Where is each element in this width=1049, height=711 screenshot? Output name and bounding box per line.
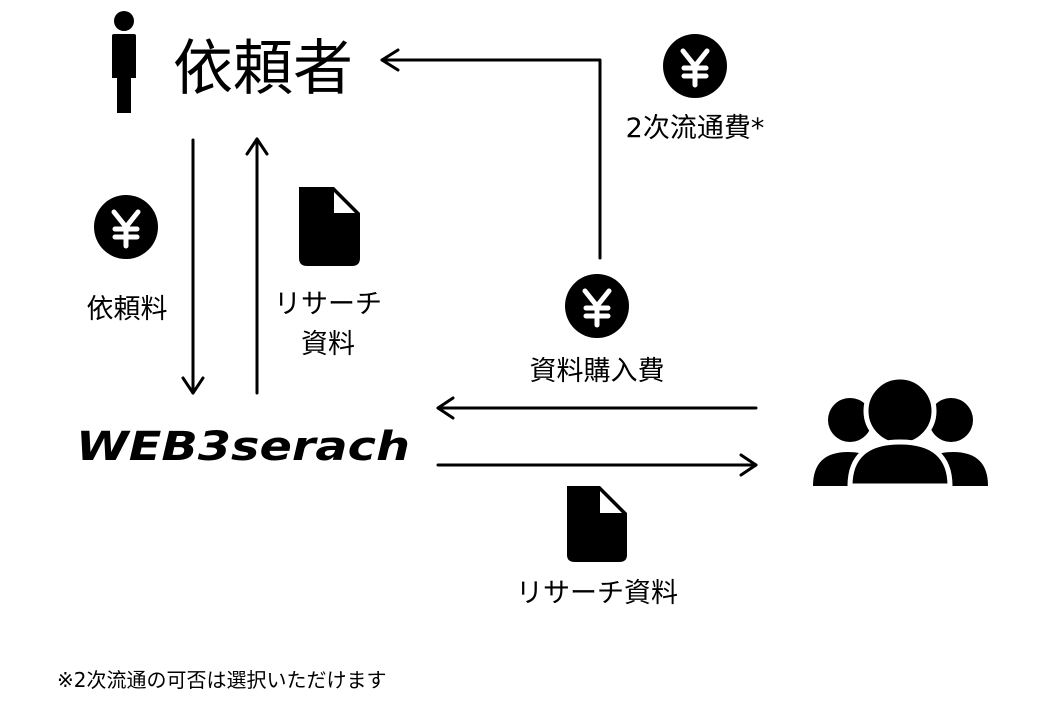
research-material-label-line2: 資料	[301, 329, 355, 360]
document-icon	[299, 187, 360, 266]
research-material-label-line1: リサーチ	[274, 289, 382, 320]
material-delivery-arrow	[436, 453, 758, 477]
yen-coin-icon	[565, 274, 629, 338]
request-fee-arrow	[181, 138, 205, 395]
purchase-fee-arrow	[436, 396, 758, 420]
person-icon	[112, 11, 136, 113]
yen-coin-icon	[663, 34, 727, 98]
request-fee-label: 依頼料	[87, 294, 168, 325]
footnote: ※2次流通の可否は選択いただけます	[57, 668, 386, 692]
provider-material-label: リサーチ資料	[516, 578, 678, 609]
yen-coin-icon	[94, 195, 158, 259]
secondary-fee-label: 2次流通費*	[626, 113, 765, 144]
document-icon	[567, 486, 627, 562]
group-icon	[813, 374, 988, 489]
research-material-arrow	[245, 137, 269, 395]
web3search-logo: WEB3serach	[76, 424, 410, 470]
requester-title: 依頼者	[173, 34, 353, 104]
secondary-fee-arrow	[380, 48, 602, 260]
purchase-fee-label: 資料購入費	[530, 356, 665, 387]
